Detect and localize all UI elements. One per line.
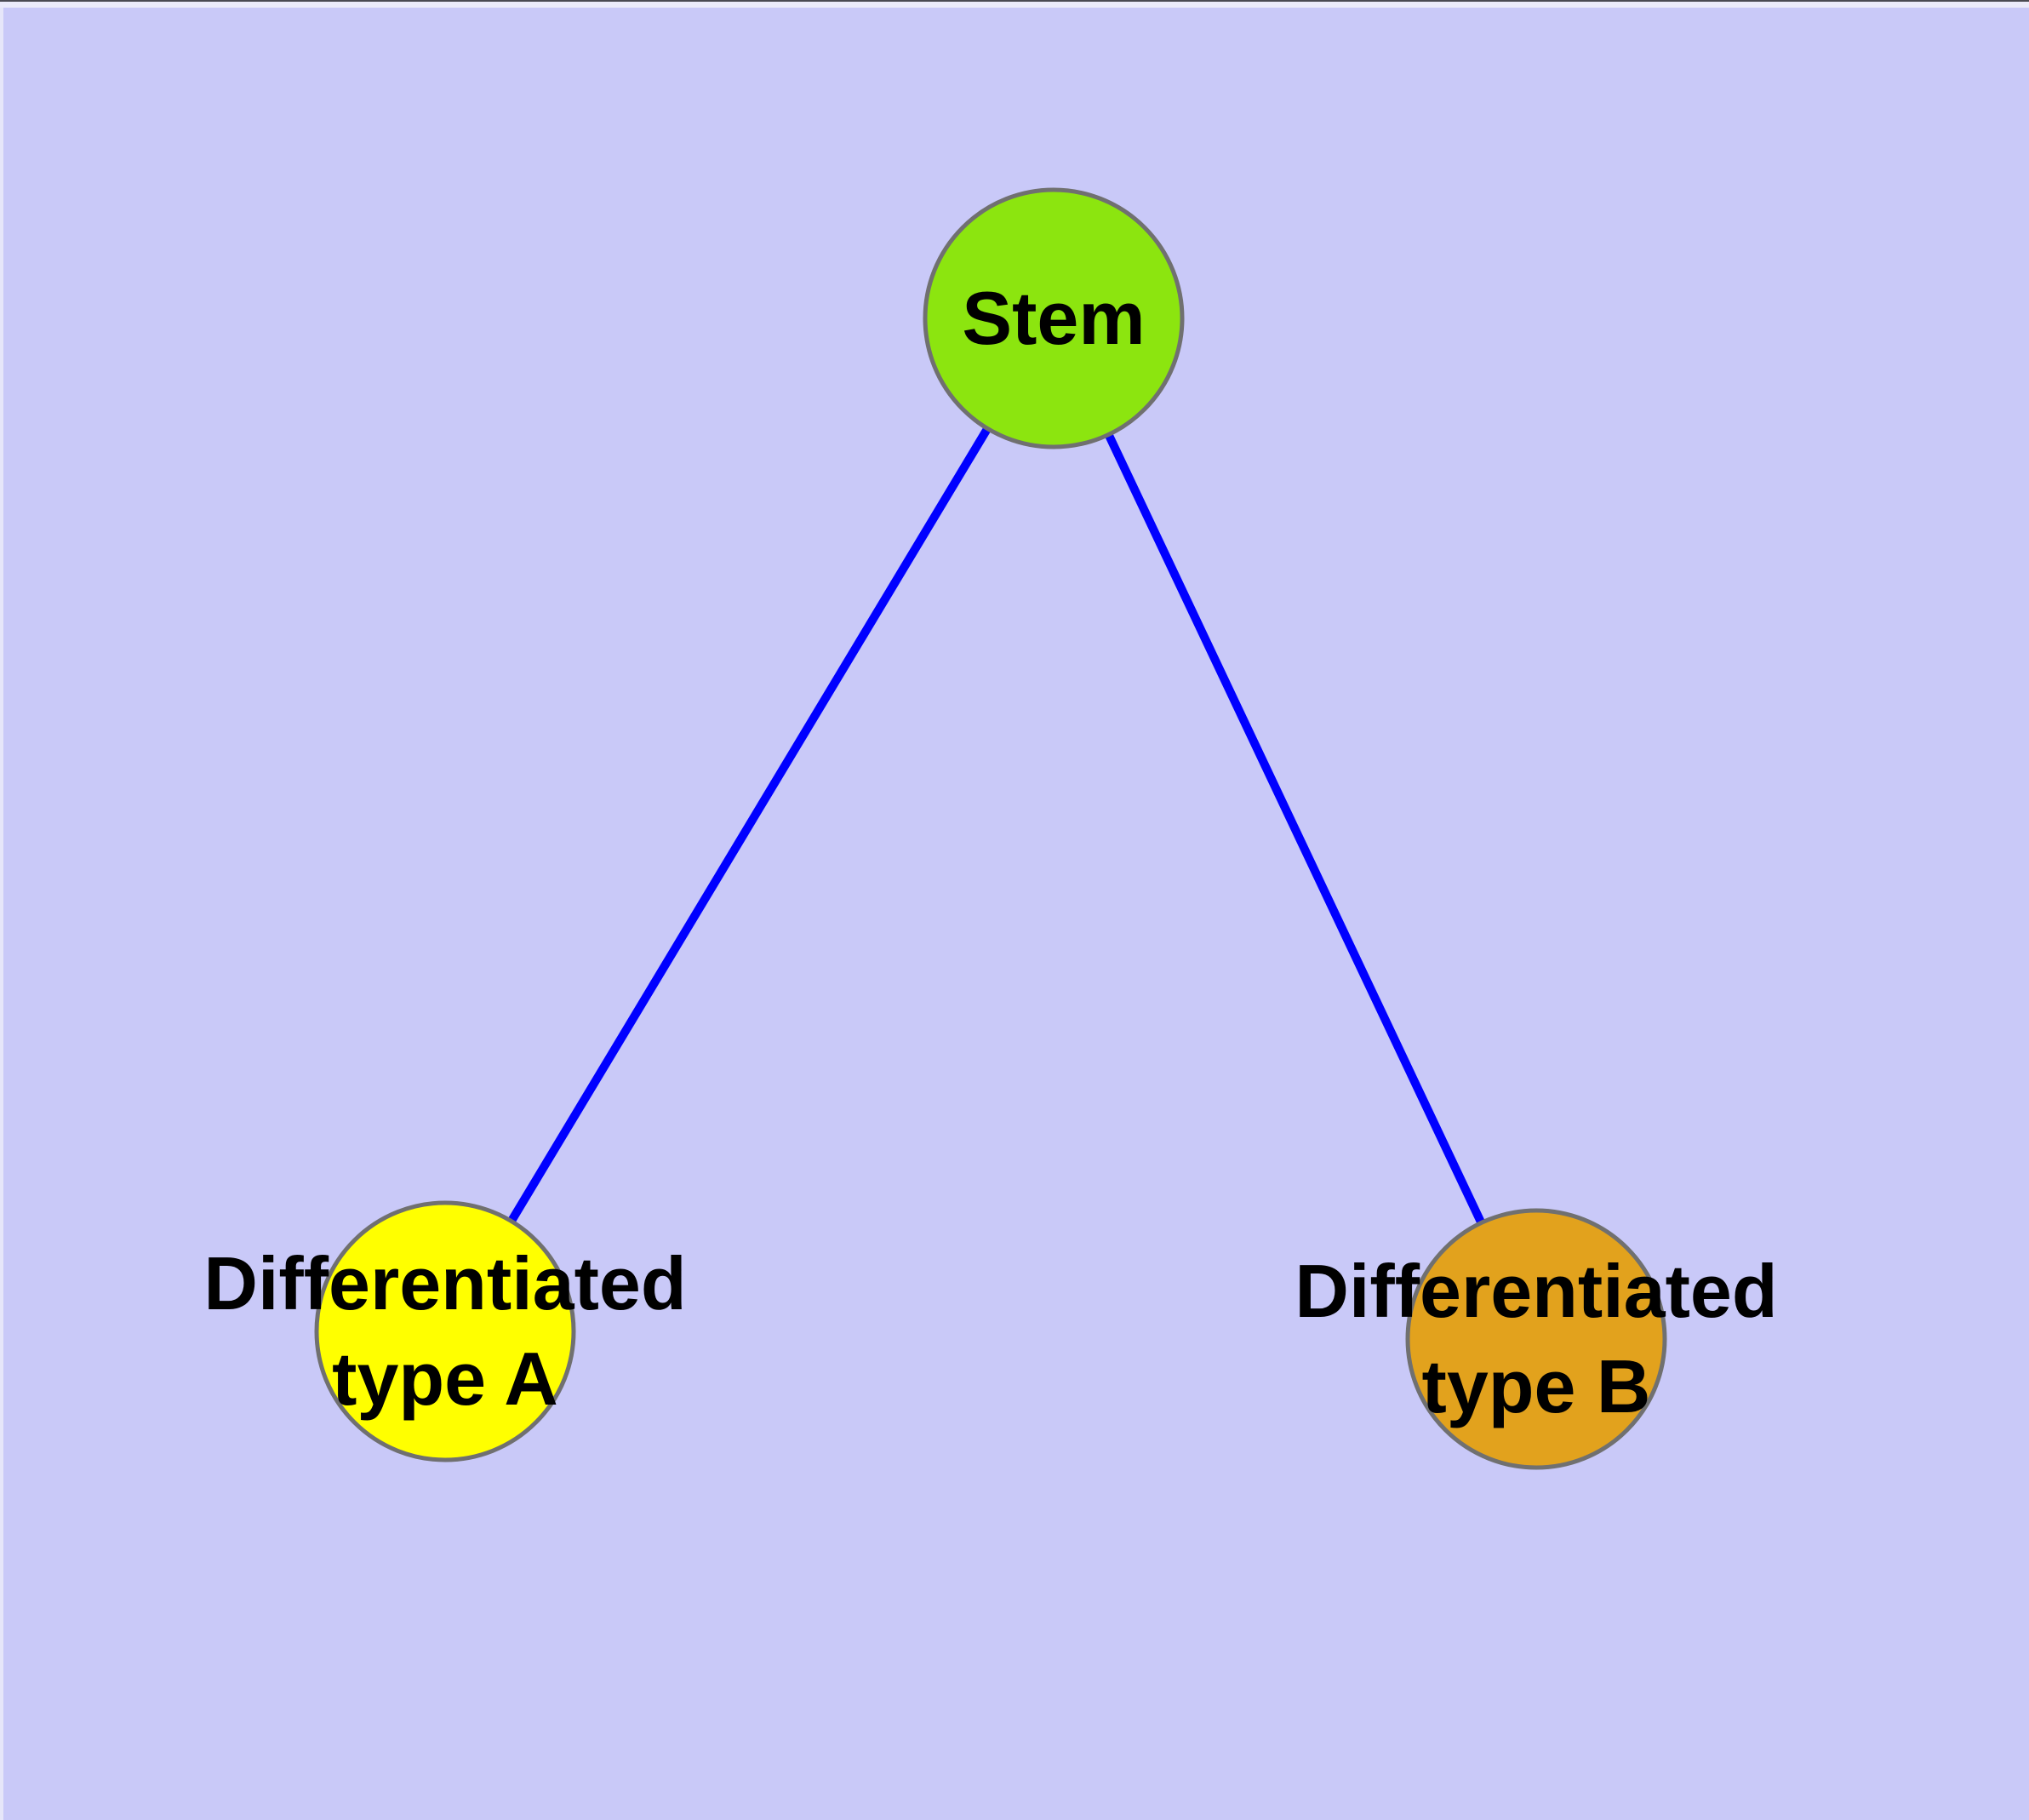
- node-type-b: [1405, 1208, 1667, 1470]
- window-left-edge: [0, 0, 3, 1820]
- node-stem: [923, 187, 1185, 449]
- edge-stem-to-type-a: [441, 316, 1058, 1334]
- node-type-a: [314, 1200, 576, 1462]
- edge-stem-to-type-b: [1049, 316, 1540, 1342]
- window-top-edge: [0, 0, 2029, 8]
